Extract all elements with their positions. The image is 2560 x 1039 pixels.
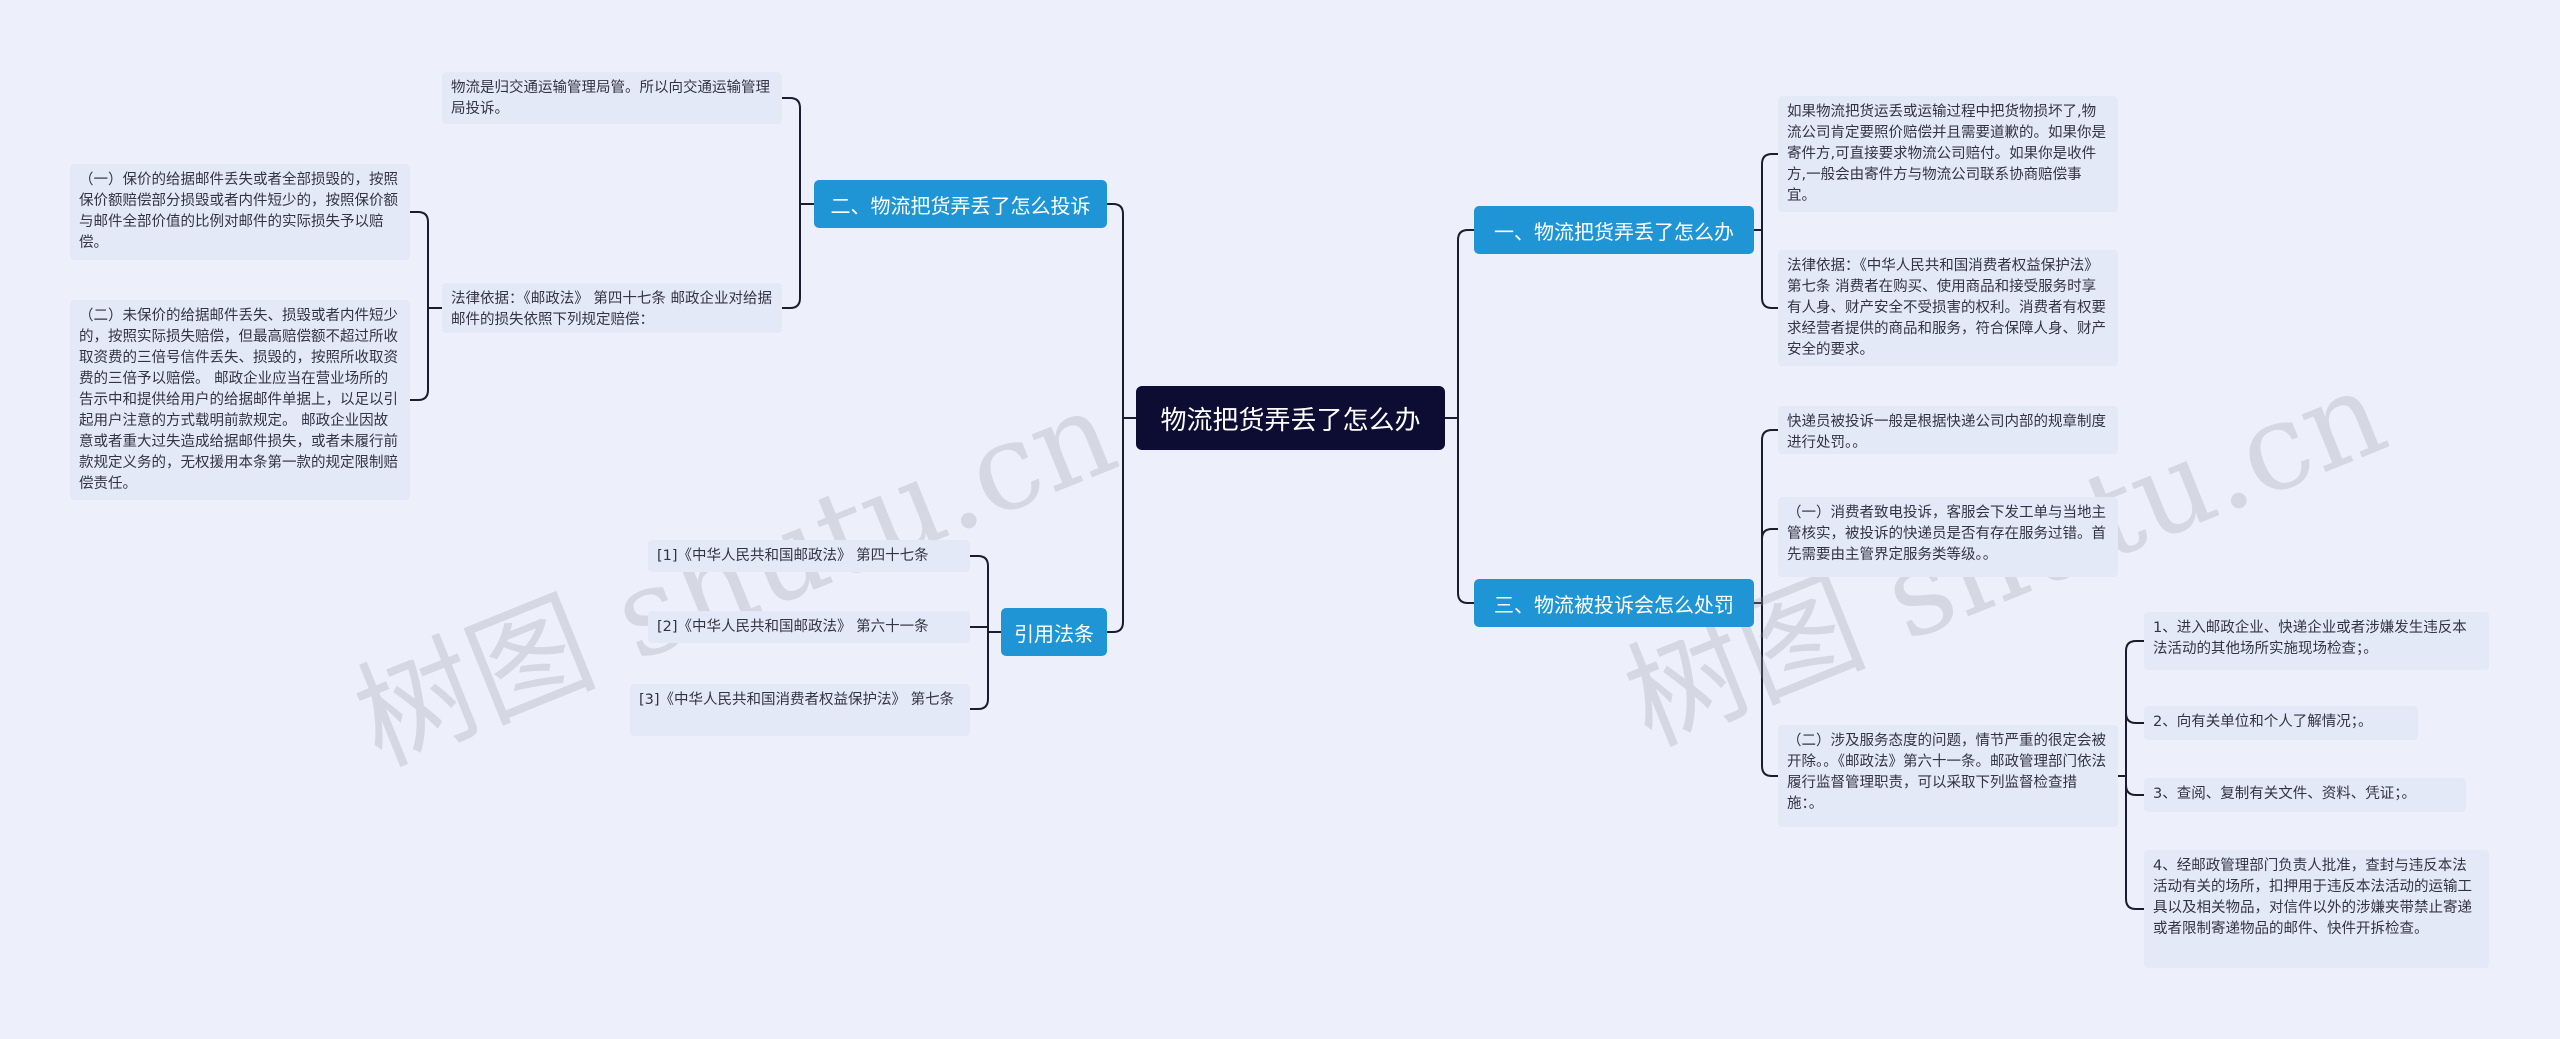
leaf-inspection-2[interactable]: 2、向有关单位和个人了解情况；。 — [2144, 706, 2418, 740]
citation-3[interactable]: [3]《中华人民共和国消费者权益保护法》 第七条 — [630, 684, 970, 736]
leaf-insured-mail[interactable]: （一）保价的给据邮件丢失或者全部损毁的，按照保价额赔偿部分损毁或者内件短少的，按… — [70, 164, 410, 260]
leaf-consumer-law[interactable]: 法律依据：《中华人民共和国消费者权益保护法》 第七条 消费者在购买、使用商品和接… — [1778, 250, 2118, 366]
leaf-inspection-3[interactable]: 3、查阅、复制有关文件、资料、凭证；。 — [2144, 778, 2466, 812]
branch-complaint[interactable]: 二、物流把货弄丢了怎么投诉 — [814, 180, 1107, 228]
citation-1[interactable]: [1]《中华人民共和国邮政法》 第四十七条 — [648, 540, 970, 572]
root-topic[interactable]: 物流把货弄丢了怎么办 — [1136, 386, 1445, 450]
leaf-inspection-4[interactable]: 4、经邮政管理部门负责人批准，查封与违反本法活动有关的场所，扣押用于违反本法活动… — [2144, 850, 2489, 968]
leaf-uninsured-mail[interactable]: （二）未保价的给据邮件丢失、损毁或者内件短少的，按照实际损失赔偿，但最高赔偿额不… — [70, 300, 410, 500]
branch-penalty[interactable]: 三、物流被投诉会怎么处罚 — [1474, 579, 1754, 627]
branch-lost-goods[interactable]: 一、物流把货弄丢了怎么办 — [1474, 206, 1754, 254]
branch-citations[interactable]: 引用法条 — [1001, 608, 1107, 656]
leaf-compensation[interactable]: 如果物流把货运丢或运输过程中把货物损坏了,物流公司肯定要照价赔偿并且需要道歉的。… — [1778, 96, 2118, 212]
leaf-customer-complaint[interactable]: （一）消费者致电投诉，客服会下发工单与当地主管核实，被投诉的快递员是否有存在服务… — [1778, 497, 2118, 577]
leaf-courier-rules[interactable]: 快递员被投诉一般是根据快递公司内部的规章制度进行处罚。。 — [1778, 406, 2118, 454]
leaf-inspection-1[interactable]: 1、进入邮政企业、快递企业或者涉嫌发生违反本法活动的其他场所实施现场检查；。 — [2144, 612, 2489, 670]
leaf-service-attitude[interactable]: （二）涉及服务态度的问题，情节严重的很定会被开除。。《邮政法》第六十一条。邮政管… — [1778, 725, 2118, 827]
citation-2[interactable]: [2]《中华人民共和国邮政法》 第六十一条 — [648, 611, 970, 643]
leaf-postal-law-47[interactable]: 法律依据：《邮政法》 第四十七条 邮政企业对给据邮件的损失依照下列规定赔偿： — [442, 283, 782, 333]
leaf-transport-bureau[interactable]: 物流是归交通运输管理局管。所以向交通运输管理局投诉。 — [442, 72, 782, 124]
